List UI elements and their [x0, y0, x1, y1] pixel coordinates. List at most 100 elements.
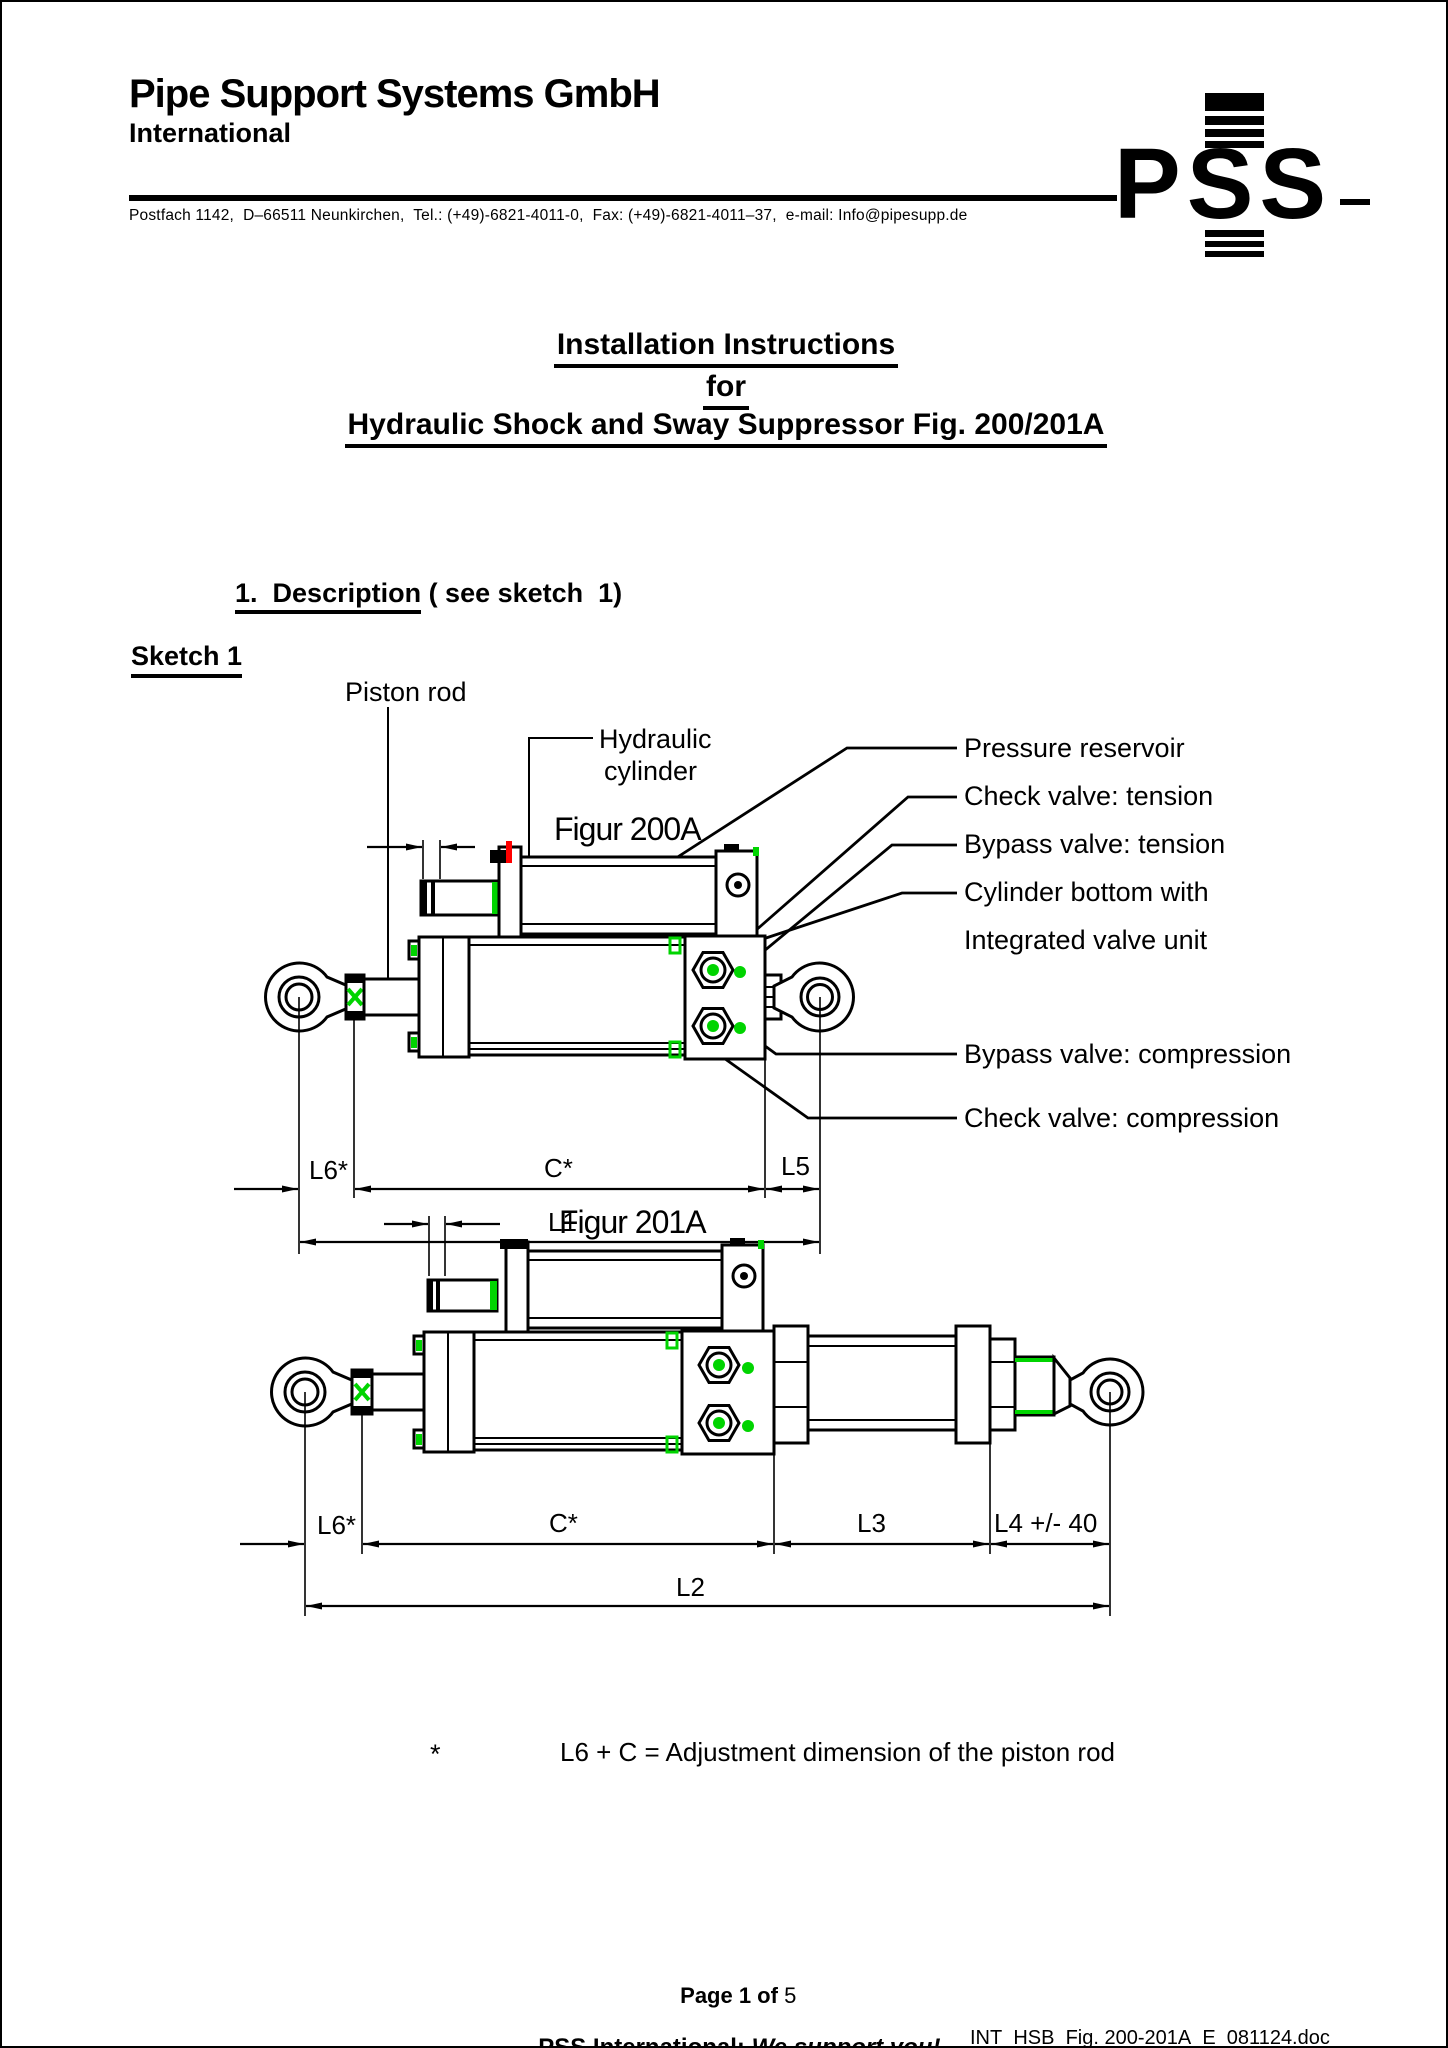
green-corner-marker	[665, 1331, 679, 1350]
figure-201a-title: Figur 201A	[559, 1204, 707, 1240]
doc-title-line2: for	[2, 370, 1446, 410]
hydraulic-cylinder-body-201a	[472, 1330, 684, 1452]
green-marker	[411, 945, 417, 956]
green-marker	[758, 1240, 764, 1249]
figure-200a-title: Figur 200A	[554, 811, 702, 847]
piston-rod-shape	[362, 977, 421, 1017]
green-marker	[416, 1434, 422, 1445]
rod-end-eye-right-201a	[1068, 1357, 1145, 1427]
green-corner-marker	[668, 1040, 682, 1059]
reservoir-valve-port	[725, 872, 751, 898]
green-marker	[492, 882, 500, 914]
dim-label-l5-fig200: L5	[781, 1151, 810, 1181]
logo-bar-icon	[1205, 129, 1264, 137]
green-marker	[753, 847, 759, 856]
figure-200a-leader-lines	[387, 707, 957, 1120]
logo-bar-icon	[1205, 116, 1264, 125]
logo-dash	[1340, 199, 1370, 205]
label-pressure-reservoir: Pressure reservoir	[964, 733, 1185, 763]
green-valve-dot	[713, 1417, 725, 1429]
label-hydraulic-cylinder-line1: Hydraulic	[599, 724, 712, 754]
green-valve-dot	[713, 1359, 725, 1371]
green-corner-marker	[668, 936, 682, 955]
label-cylinder-bottom-line1: Cylinder bottom with	[964, 877, 1209, 907]
hydraulic-cylinder-body	[467, 935, 687, 1057]
page-number-total: 5	[784, 1983, 797, 2008]
label-check-valve-tension: Check valve: tension	[964, 781, 1213, 811]
contact-line: Postfach 1142, D–66511 Neunkirchen, Tel.…	[129, 207, 968, 224]
label-bypass-valve-compression: Bypass valve: compression	[964, 1039, 1291, 1069]
green-x-marker	[346, 987, 364, 1007]
section-1-heading-underlined: 1. Description	[235, 578, 422, 614]
cylinder-head-flange	[407, 935, 471, 1059]
page-number: Page 1 of 5	[2, 1957, 1446, 2035]
figure-201a-drawing: Figur 201A L6* C* L3 L4 +/- 40 L2	[240, 1204, 1145, 1616]
green-marker	[490, 1281, 497, 1310]
footer-slogan-tagline: We support you!	[751, 2034, 941, 2048]
reservoir-valve-port	[731, 1263, 757, 1289]
logo-bar-icon	[1205, 93, 1264, 111]
dim-label-c-fig201: C*	[549, 1508, 578, 1538]
section-1-heading-rest: ( see sketch 1)	[421, 578, 623, 608]
dim-label-l2-fig201: L2	[676, 1572, 705, 1602]
doc-title-line1-text: Installation Instructions	[553, 328, 899, 368]
company-division: International	[129, 118, 292, 148]
extension-tube-assembly	[772, 1324, 1145, 1445]
adjusting-collar-201a	[350, 1368, 374, 1416]
green-valve-dot	[707, 1020, 719, 1032]
valve-block-201a	[665, 1329, 776, 1456]
rod-end-eye-left-201a	[270, 1356, 356, 1428]
label-piston-rod: Piston rod	[345, 677, 467, 707]
doc-title-line2-text: for	[703, 370, 749, 410]
dim-label-l3-fig201: L3	[857, 1508, 886, 1538]
figure-200a-drawing: Piston rod Hydraulic cylinder Figur 200A…	[234, 677, 1291, 1254]
green-x-marker	[353, 1382, 371, 1402]
footer-slogan: PSS International: We support you!	[2, 2006, 1446, 2048]
label-bypass-valve-tension: Bypass valve: tension	[964, 829, 1225, 859]
green-corner-marker	[665, 1435, 679, 1454]
footnote-marker: *	[430, 1739, 441, 1769]
footer-slogan-company: PSS International:	[538, 2034, 752, 2048]
header-rule	[129, 195, 1117, 201]
label-cylinder-bottom-line2: Integrated valve unit	[964, 925, 1208, 955]
logo-bar-icon	[1205, 251, 1264, 257]
label-check-valve-compression: Check valve: compression	[964, 1103, 1279, 1133]
dim-label-l1-fig200: L1	[548, 1207, 577, 1237]
piston-rod-shape-201a	[370, 1372, 426, 1412]
pss-logo-text: PSS	[1114, 128, 1333, 240]
valve-block	[668, 934, 767, 1061]
green-marker	[416, 1340, 422, 1351]
footnote-text: L6 + C = Adjustment dimension of the pis…	[560, 1737, 1116, 1767]
logo-bar-icon	[1205, 230, 1264, 237]
green-valve-dot	[707, 964, 719, 976]
adjusting-collar	[344, 973, 366, 1021]
rod-end-eye-right	[763, 961, 855, 1033]
green-marker	[411, 1037, 417, 1048]
green-valve-dot	[734, 966, 746, 978]
logo-bar-icon	[1205, 141, 1264, 148]
figure-201a-dimension-lines	[240, 1216, 1111, 1616]
doc-title-line3: Hydraulic Shock and Sway Suppressor Fig.…	[2, 408, 1446, 448]
green-valve-dot	[734, 1022, 746, 1034]
doc-title-line1: Installation Instructions	[2, 328, 1446, 368]
page-number-label: Page 1 of	[680, 1983, 785, 2008]
rod-end-eye-left	[264, 961, 350, 1033]
red-marker	[506, 841, 512, 863]
dim-label-l4-fig201: L4 +/- 40	[994, 1508, 1097, 1538]
green-valve-dot	[742, 1420, 754, 1432]
company-name: Pipe Support Systems GmbH	[129, 72, 661, 116]
pressure-reservoir-assembly	[419, 841, 759, 940]
dim-label-l6-fig200: L6*	[309, 1155, 348, 1185]
dim-label-c-fig200: C*	[544, 1153, 573, 1183]
section-1-heading: 1. Description ( see sketch 1)	[205, 547, 622, 640]
document-filename: INT_HSB_Fig. 200-201A_E_081124.doc	[970, 2027, 1330, 2048]
sketch-1-caption: Sketch 1	[131, 641, 243, 678]
logo-bar-icon	[1205, 241, 1264, 247]
pressure-reservoir-assembly-201a	[426, 1238, 765, 1334]
doc-title-line3-text: Hydraulic Shock and Sway Suppressor Fig.…	[344, 408, 1108, 448]
label-hydraulic-cylinder-line2: cylinder	[604, 756, 697, 786]
green-valve-dot	[742, 1362, 754, 1374]
cylinder-head-flange-201a	[412, 1330, 476, 1454]
